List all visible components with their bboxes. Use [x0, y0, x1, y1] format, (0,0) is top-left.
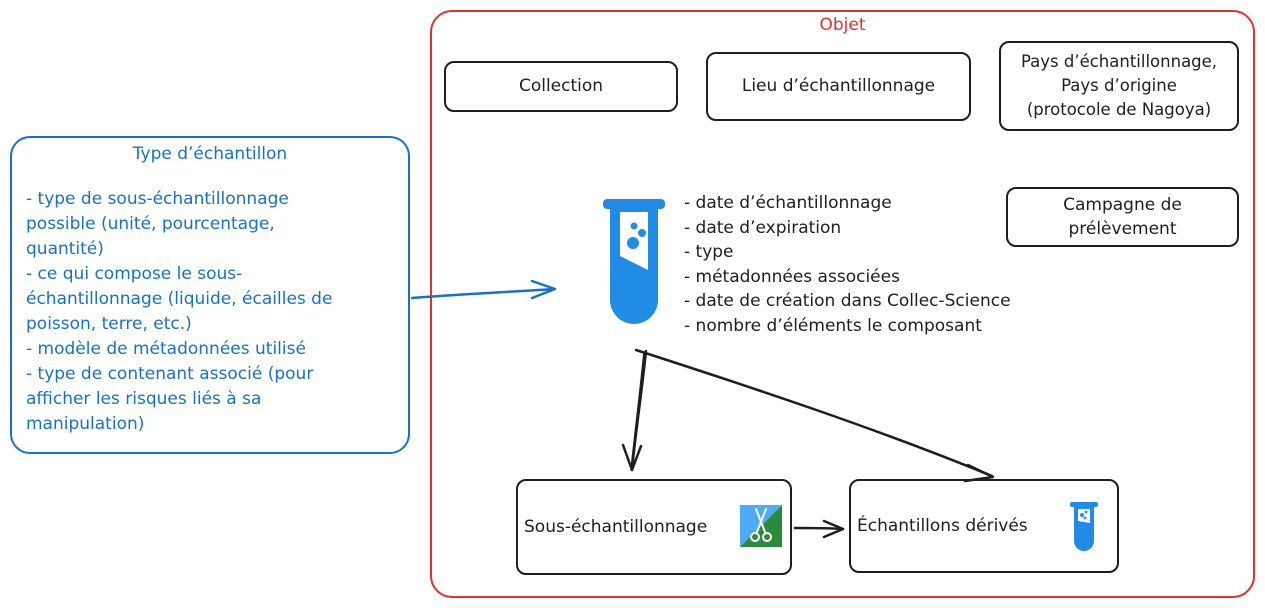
type-echantillon-line: - type de contenant associé (pour	[26, 364, 314, 384]
sous-echantillonnage-label: Sous-échantillonnage	[524, 516, 708, 537]
type-to-sample-arrow	[410, 287, 556, 300]
sample-to-derived-arrow	[634, 348, 994, 478]
campagne-box: Campagne de prélèvement	[1006, 187, 1239, 247]
attribute-item: - date d’expiration	[684, 217, 842, 238]
subsample-to-derived-arrow	[793, 526, 845, 531]
pays-line-2: Pays d’origine	[1061, 76, 1177, 95]
type-echantillon-line: manipulation)	[26, 414, 145, 434]
test-tube-icon	[603, 199, 665, 324]
type-echantillon-line: - modèle de métadonnées utilisé	[26, 339, 306, 359]
subsample-to-derived-arrowhead	[822, 519, 845, 539]
type-echantillon-line: échantillonnage (liquide, écailles de	[26, 289, 333, 309]
type-echantillon-title: Type d’échantillon	[132, 144, 288, 164]
attribute-item: - date d’échantillonnage	[684, 193, 892, 213]
attribute-list: - date d’échantillonnage - date d’expira…	[684, 191, 1011, 339]
attribute-item: - nombre d’éléments le composant	[684, 315, 982, 336]
echantillons-derives-label: Échantillons dérivés	[857, 515, 1028, 536]
sample-to-subsample-arrowhead	[621, 443, 643, 472]
type-echantillon-line: possible (unité, pourcentage,	[26, 214, 275, 234]
attribute-item: - type	[684, 242, 734, 263]
sample-to-subsample-arrow	[630, 349, 648, 471]
objet-title: Objet	[819, 15, 866, 35]
pays-line-1: Pays d’échantillonnage,	[1020, 52, 1218, 71]
collection-box: Collection	[444, 61, 678, 112]
echantillons-derives-box: Échantillons dérivés	[849, 479, 1119, 573]
attribute-item: - métadonnées associées	[684, 266, 900, 287]
campagne-line-1: Campagne de	[1063, 195, 1182, 215]
lieu-echantillonnage-box: Lieu d’échantillonnage	[706, 52, 971, 121]
type-echantillon-line: poisson, terre, etc.)	[26, 314, 192, 334]
pays-line-3: (protocole de Nagoya)	[1026, 100, 1212, 119]
attribute-item: - date de création dans Collec-Science	[684, 291, 1011, 312]
collection-label: Collection	[518, 76, 604, 97]
lieu-echantillonnage-label: Lieu d’échantillonnage	[741, 76, 936, 97]
small-test-tube-icon	[1070, 502, 1098, 551]
scissors-icon	[740, 505, 782, 547]
type-echantillon-box: Type d’échantillon - type de sous-échant…	[10, 136, 410, 454]
campagne-line-2: prélèvement	[1068, 219, 1177, 239]
type-echantillon-line: - type de sous-échantillonnage	[26, 189, 289, 209]
type-echantillon-line: quantité)	[26, 239, 104, 259]
objet-frame	[430, 10, 1255, 598]
pays-box: Pays d’échantillonnage, Pays d’origine (…	[999, 41, 1239, 131]
type-to-sample-arrowhead	[530, 279, 557, 300]
sous-echantillonnage-box: Sous-échantillonnage	[516, 479, 792, 575]
sample-to-subsample-arrow-stroke	[630, 351, 645, 471]
type-echantillon-line: afficher les risques liés à sa	[26, 389, 262, 409]
type-echantillon-line: - ce qui compose le sous-	[26, 264, 243, 284]
sample-to-derived-arrowhead	[963, 463, 995, 483]
